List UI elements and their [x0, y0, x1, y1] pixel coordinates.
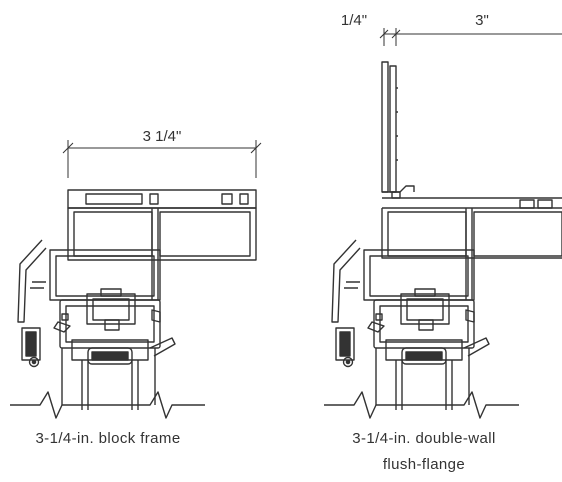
right-caption-line1: 3-1/4-in. double-wall: [352, 430, 495, 447]
right-frame-profile: [323, 61, 562, 419]
right-caption-line2: flush-flange: [383, 456, 465, 473]
right-dimension-large-label: 3": [475, 12, 489, 29]
right-dimension: [379, 28, 562, 46]
left-dimension-label: 3 1/4": [143, 128, 182, 145]
left-dimension: [62, 140, 262, 178]
right-dimension-small-label: 1/4": [341, 12, 367, 29]
left-caption: 3-1/4-in. block frame: [35, 430, 180, 447]
left-frame-profile: [9, 189, 257, 419]
